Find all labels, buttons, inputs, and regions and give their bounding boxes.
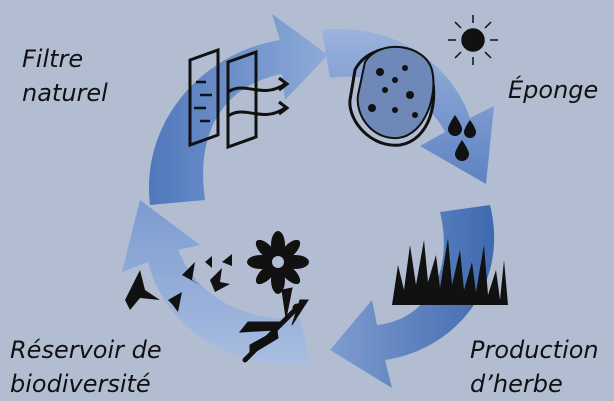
cycle-arrows	[122, 14, 495, 388]
label-reservoir-biodiversite: Réservoir de biodiversité	[10, 336, 162, 398]
dragonfly-icon	[238, 287, 309, 363]
flower-icon	[247, 231, 309, 294]
birds-icon	[125, 254, 232, 312]
arrow-bottom-right	[330, 205, 495, 388]
label-production-herbe: Production d’herbe	[470, 336, 599, 398]
label-eponge: Éponge	[508, 76, 599, 104]
arrow-top-left	[148, 14, 328, 205]
sun-icon	[448, 15, 498, 65]
water-drops-icon	[448, 115, 476, 161]
filter-icon	[188, 47, 290, 150]
grass-icon	[392, 238, 508, 305]
sponge-icon	[348, 45, 436, 147]
label-filtre-naturel: Filtre naturel	[22, 45, 108, 107]
